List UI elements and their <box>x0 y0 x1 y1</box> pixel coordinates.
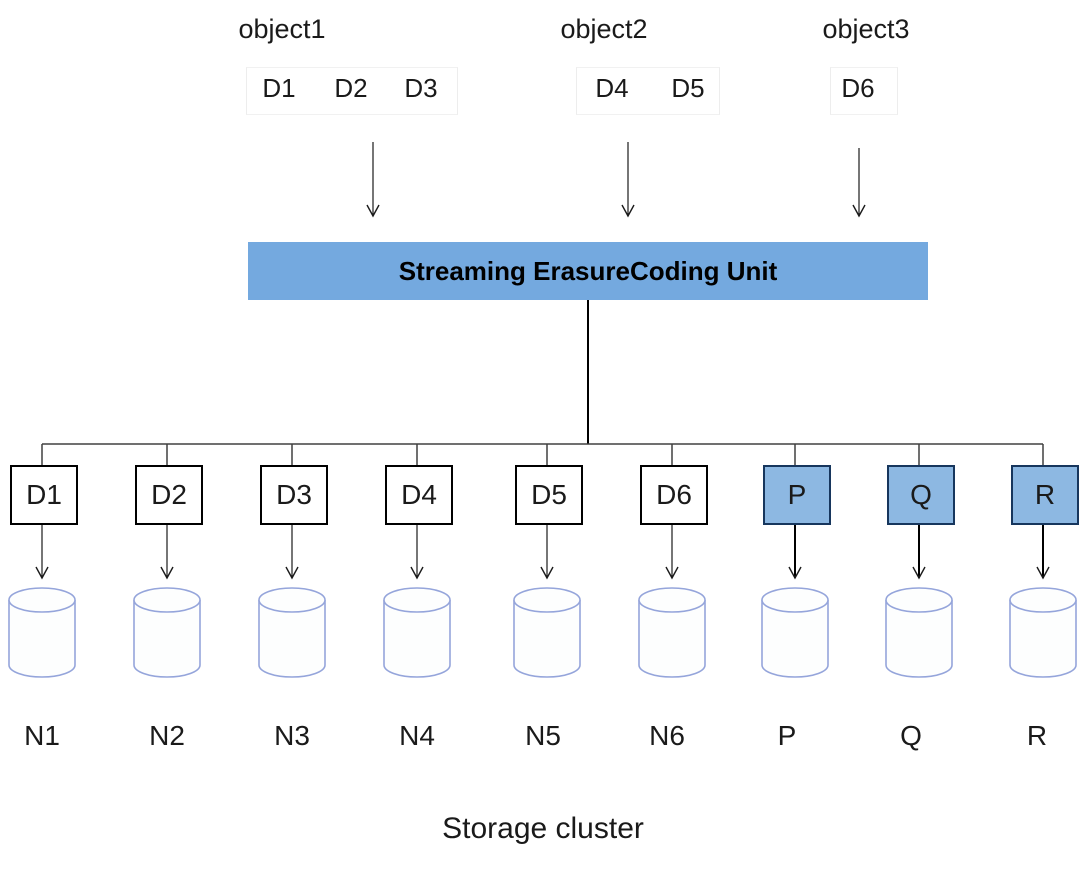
object1-label: object1 <box>238 14 326 44</box>
box-r: R <box>1011 465 1079 525</box>
box-d6: D6 <box>640 465 708 525</box>
box-d4: D4 <box>385 465 453 525</box>
chunk-d6: D6 <box>841 73 875 103</box>
cylinder-n1 <box>8 587 76 678</box>
object2-label: object2 <box>560 14 648 44</box>
box-d2: D2 <box>135 465 203 525</box>
storage-cluster-caption: Storage cluster <box>442 812 644 845</box>
chunk-d3: D3 <box>404 73 438 103</box>
node-label-n1: N1 <box>24 720 60 751</box>
cylinder-n5 <box>513 587 581 678</box>
node-label-n3: N3 <box>274 720 310 751</box>
chunk-d4: D4 <box>595 73 629 103</box>
chunk-d5: D5 <box>671 73 705 103</box>
cylinder-p <box>761 587 829 678</box>
box-d3: D3 <box>260 465 328 525</box>
object3-label: object3 <box>822 14 910 44</box>
cylinder-n3 <box>258 587 326 678</box>
node-label-n6: N6 <box>649 720 685 751</box>
cylinder-q <box>885 587 953 678</box>
ec-unit-title: Streaming ErasureCoding Unit <box>398 255 778 286</box>
cylinder-n6 <box>638 587 706 678</box>
box-p: P <box>763 465 831 525</box>
cylinder-n4 <box>383 587 451 678</box>
box-d1: D1 <box>10 465 78 525</box>
cylinder-n2 <box>133 587 201 678</box>
box-d5: D5 <box>515 465 583 525</box>
cylinder-r <box>1009 587 1077 678</box>
node-label-r: R <box>1026 720 1048 751</box>
node-label-q: Q <box>900 720 922 751</box>
object1-chunk-box <box>246 67 458 115</box>
node-label-n4: N4 <box>399 720 435 751</box>
node-label-n5: N5 <box>525 720 561 751</box>
box-q: Q <box>887 465 955 525</box>
chunk-d1: D1 <box>262 73 296 103</box>
node-label-n2: N2 <box>149 720 185 751</box>
streaming-erasure-coding-unit: Streaming ErasureCoding Unit <box>248 242 928 300</box>
node-label-p: P <box>777 720 797 751</box>
object3-chunk-box <box>830 67 898 115</box>
object2-chunk-box <box>576 67 720 115</box>
chunk-d2: D2 <box>334 73 368 103</box>
